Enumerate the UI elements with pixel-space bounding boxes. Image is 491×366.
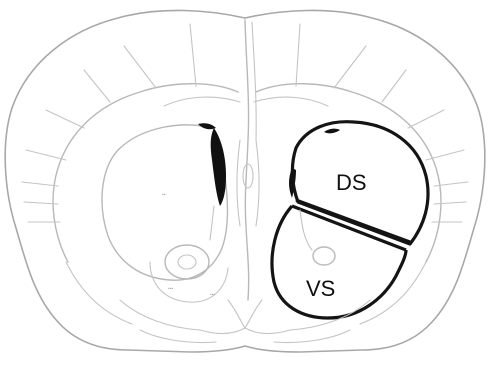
left-faint-label-3: ▪▪▪ bbox=[210, 292, 216, 298]
left-faint-label-1: ▪▪ bbox=[162, 192, 166, 198]
left-faint-label-2: ▪▪▪ bbox=[168, 286, 174, 292]
vs-label: VS bbox=[306, 276, 335, 301]
ds-label: DS bbox=[336, 170, 367, 195]
brain-outline bbox=[5, 10, 485, 352]
